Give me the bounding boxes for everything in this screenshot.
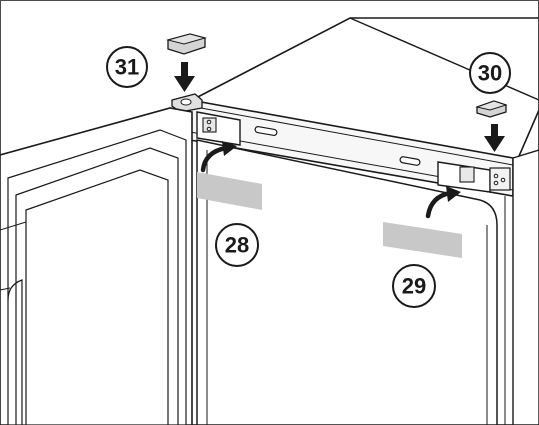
cap-30 xyxy=(475,100,508,118)
right-hinge-plate xyxy=(459,166,475,183)
door-shelf-line xyxy=(0,287,11,291)
cabinet-right-side xyxy=(512,149,539,425)
callout-29: 29 xyxy=(392,264,436,308)
part-28-label-plate xyxy=(197,172,262,210)
screw xyxy=(493,173,499,179)
door-shelf-line xyxy=(0,221,27,231)
screw xyxy=(500,177,506,183)
arrow-down-icon xyxy=(174,62,195,92)
callout-30: 30 xyxy=(469,52,511,94)
right-hinge-end xyxy=(489,167,511,191)
curved-arrow-icon xyxy=(200,141,237,173)
screw xyxy=(206,119,212,125)
callout-29-label: 29 xyxy=(402,274,426,299)
screw xyxy=(493,180,499,186)
corner-hole xyxy=(180,98,192,106)
cabinet-interior xyxy=(196,139,498,425)
door-handle-curve xyxy=(7,279,23,425)
cap-31 xyxy=(166,33,207,55)
callout-28-label: 28 xyxy=(225,233,249,258)
callout-30-label: 30 xyxy=(478,61,502,86)
cabinet-top-edge xyxy=(349,17,539,101)
part-29-label-plate xyxy=(383,222,462,258)
callout-28: 28 xyxy=(215,223,259,267)
curved-arrow-icon xyxy=(425,186,461,219)
arrow-down-icon xyxy=(484,124,505,152)
left-hinge-plate xyxy=(202,117,217,133)
screw xyxy=(206,126,212,132)
door-inner-panel xyxy=(25,169,169,425)
callout-31-label: 31 xyxy=(115,55,139,80)
rail-inner-line xyxy=(189,105,514,166)
rail-slot xyxy=(254,126,278,136)
rail-slot xyxy=(399,156,421,166)
callout-31: 31 xyxy=(106,46,148,88)
